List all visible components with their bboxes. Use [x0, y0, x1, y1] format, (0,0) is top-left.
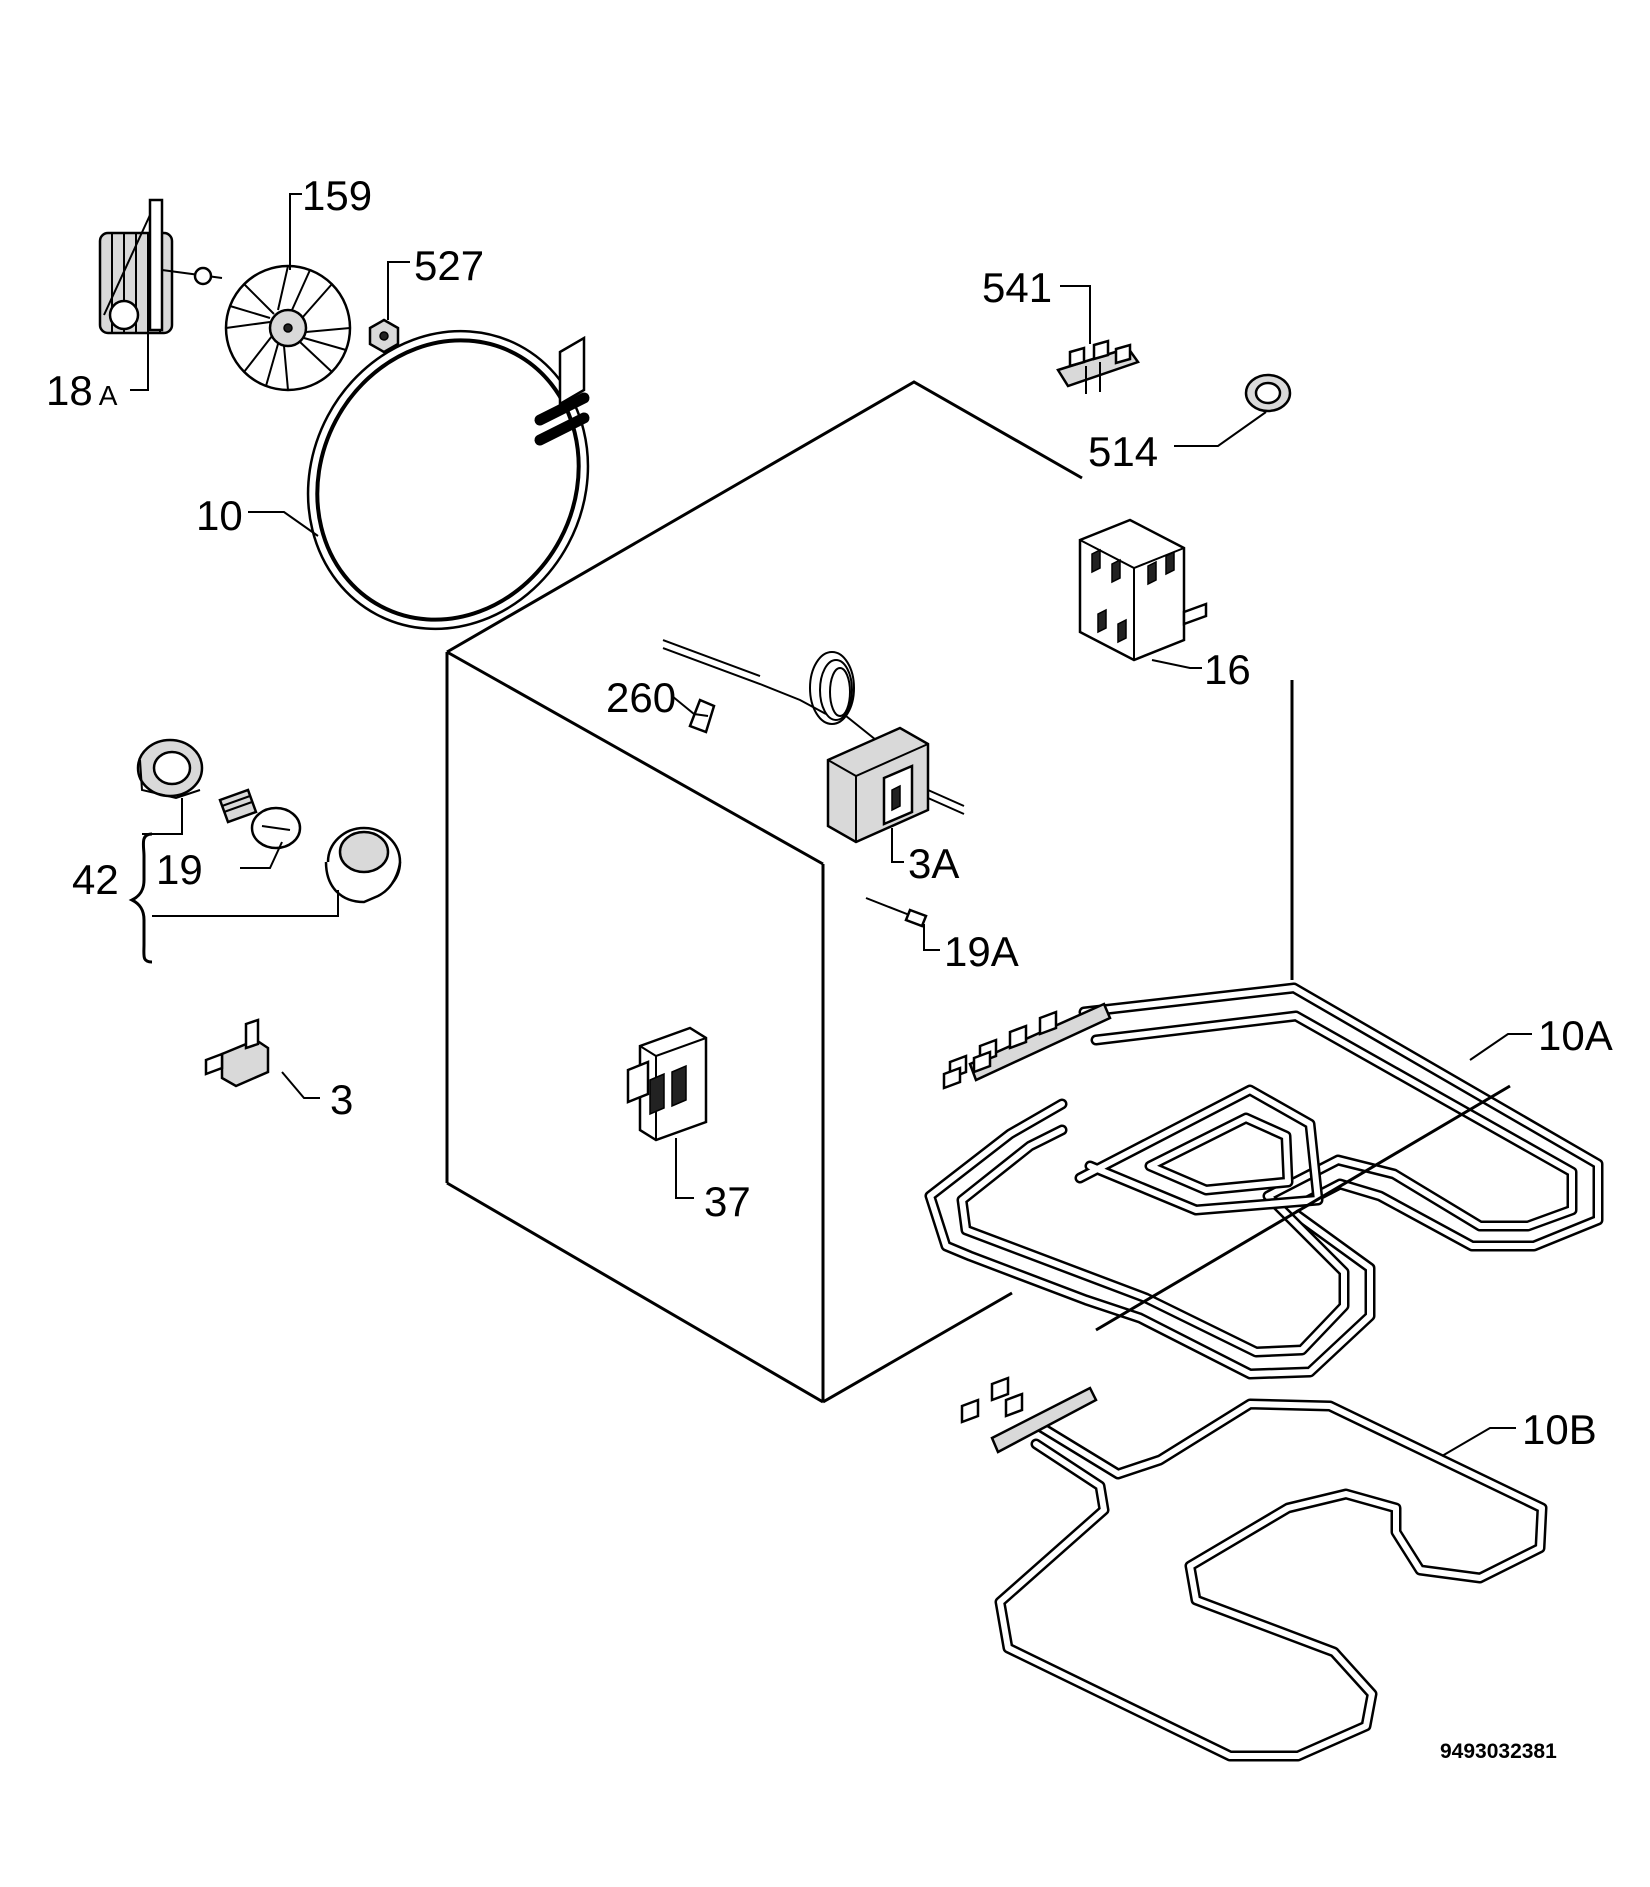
- clip-part: [688, 698, 716, 734]
- label-37: 37: [704, 1178, 751, 1225]
- thermal-cutout-part: [204, 1018, 270, 1088]
- fan-nut-part: [368, 318, 400, 354]
- lamp-holder-part: [136, 738, 204, 800]
- label-260: 260: [606, 674, 676, 721]
- label-159: 159: [302, 172, 372, 219]
- bottom-element-part: [960, 1376, 1548, 1762]
- indicator-lamp-part: [1244, 373, 1292, 413]
- terminal-block-part: [626, 1026, 708, 1142]
- label-19: 19: [156, 846, 203, 893]
- lamp-sensor-part: [865, 897, 928, 928]
- label-16: 16: [1204, 646, 1251, 693]
- label-10a: 10A: [1538, 1012, 1613, 1059]
- leader-lines: [128, 193, 1532, 1457]
- thermostat-part: [662, 639, 965, 844]
- label-3a: 3A: [908, 840, 959, 887]
- fan-motor-part: [98, 198, 223, 335]
- label-10: 10: [196, 492, 243, 539]
- selector-switch-part: [1078, 518, 1208, 662]
- circular-element-part: [306, 329, 590, 631]
- lamp-cover-part: [324, 826, 402, 904]
- label-42: 42: [72, 856, 119, 903]
- label-541: 541: [982, 264, 1052, 311]
- document-number: 9493032381: [1440, 1740, 1557, 1763]
- label-3: 3: [330, 1076, 353, 1123]
- top-element-part: [924, 982, 1604, 1380]
- label-19a: 19A: [944, 928, 1019, 975]
- fan-blade-part: [224, 264, 352, 392]
- switch-block-part: [1056, 339, 1140, 394]
- label-514: 514: [1088, 428, 1158, 475]
- label-10b: 10B: [1522, 1406, 1597, 1453]
- oven-cavity: [445, 380, 1294, 1404]
- label-527: 527: [414, 242, 484, 289]
- lamp-bulb-part: [218, 788, 302, 850]
